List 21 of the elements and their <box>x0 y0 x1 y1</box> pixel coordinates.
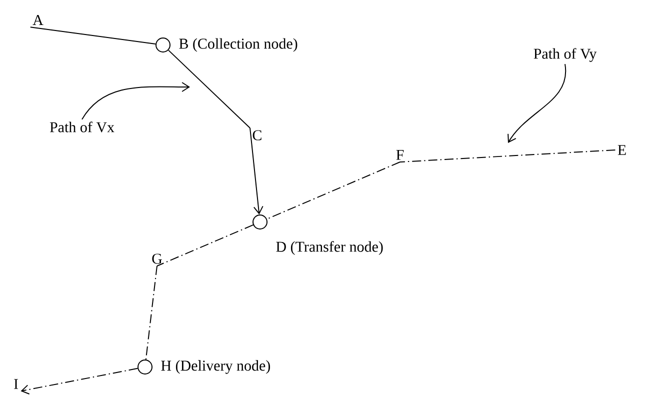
point-label: C <box>252 130 262 140</box>
point-label: E <box>618 145 626 155</box>
route-arrow <box>20 368 138 395</box>
route-line <box>30 26 156 44</box>
route-line <box>168 50 250 128</box>
route-arrow <box>250 128 264 215</box>
path-caption: Path of Vy <box>534 48 597 62</box>
node-label: B (Collection node) <box>179 38 298 52</box>
route-line <box>145 266 158 360</box>
route-line <box>400 150 616 162</box>
leader-arrow <box>508 64 566 143</box>
node-label: D (Transfer node) <box>276 241 383 255</box>
node-label: H (Delivery node) <box>161 360 270 374</box>
point-label: A <box>32 15 44 25</box>
route-line <box>266 162 400 220</box>
point-label: I <box>14 379 18 389</box>
point-label: G <box>152 254 162 264</box>
path-caption: Path of Vx <box>50 122 114 132</box>
leader-arrow <box>82 82 190 120</box>
route-line <box>156 224 254 266</box>
point-label: F <box>396 150 404 160</box>
